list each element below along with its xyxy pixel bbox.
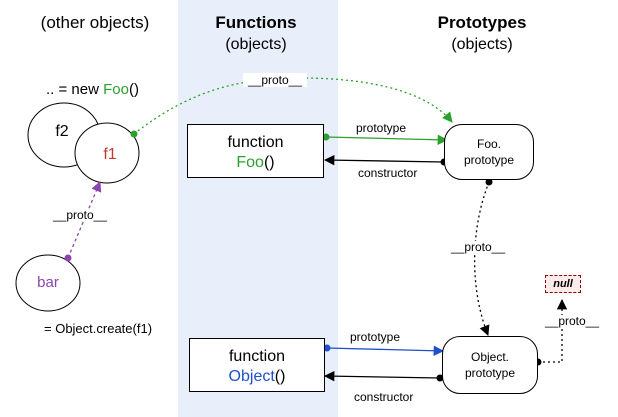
function-object-name: Object [228, 368, 275, 385]
function-object-box: function Object() [189, 338, 325, 392]
f1-node [74, 122, 140, 184]
function-foo-keyword: function [227, 134, 284, 151]
function-foo-box: function Foo() [187, 124, 324, 178]
foo-prototype-link [325, 134, 449, 145]
function-foo-name: Foo [236, 154, 264, 171]
object-prototype-line1: Object. [470, 349, 509, 364]
f1-label: f1 [103, 146, 117, 163]
foo-prototype-line1: Foo. [476, 136, 501, 151]
foo-constructor-label: constructor [358, 166, 418, 180]
functions-title: Functions [215, 13, 297, 32]
function-object-signature: Object() [190, 367, 324, 387]
object-prototype-dot [323, 344, 331, 352]
foo-prototype-proto-dot [485, 178, 493, 186]
function-object-suffix: () [274, 368, 286, 385]
foo-prototype-line2: prototype [463, 153, 515, 167]
object-prototype-label: prototype [350, 330, 401, 344]
bar-proto-label: __proto__ [52, 208, 108, 222]
functions-subtitle: (objects) [225, 36, 287, 53]
object-create-expression: = Object.create(f1) [44, 321, 153, 336]
f1-proto-label: __proto__ [242, 73, 308, 87]
object-constructor-link [323, 370, 441, 382]
foo-prototype-node: Foo. prototype [444, 124, 534, 180]
null-node: null [545, 275, 581, 293]
object-prototype-proto-label: __proto__ [544, 314, 600, 328]
prototypes-subtitle: (objects) [451, 36, 513, 53]
new-foo-expression: .. = new Foo() [46, 82, 139, 97]
new-foo-prefix: .. = new [46, 81, 104, 98]
object-prototype-proto-link [538, 298, 568, 363]
prototypes-title: Prototypes [437, 13, 527, 32]
function-foo-signature: Foo() [188, 153, 323, 173]
object-constructor-label: constructor [354, 390, 414, 404]
bar-proto-dot [64, 254, 72, 262]
bar-proto-link [67, 181, 102, 259]
function-foo-suffix: () [263, 154, 275, 171]
foo-prototype-dot [322, 133, 330, 141]
f2-label: f2 [55, 123, 69, 140]
f1-proto-dot [130, 130, 138, 138]
bar-label: bar [37, 274, 59, 291]
object-constructor-dot [436, 374, 444, 382]
object-prototype-link [326, 345, 445, 356]
object-prototype-node: Object. prototype [442, 336, 538, 394]
foo-prototype-proto-link [474, 181, 490, 336]
other-objects-title: (other objects) [40, 13, 150, 32]
foo-prototype-proto-label: __proto__ [450, 240, 506, 254]
bar-node [15, 254, 81, 312]
new-foo-name: Foo [103, 81, 129, 98]
function-object-keyword: function [228, 348, 286, 365]
new-foo-suffix: () [128, 81, 139, 98]
object-prototype-line2: prototype [464, 366, 516, 380]
foo-constructor-link [323, 154, 445, 166]
foo-prototype-label: prototype [356, 121, 407, 135]
